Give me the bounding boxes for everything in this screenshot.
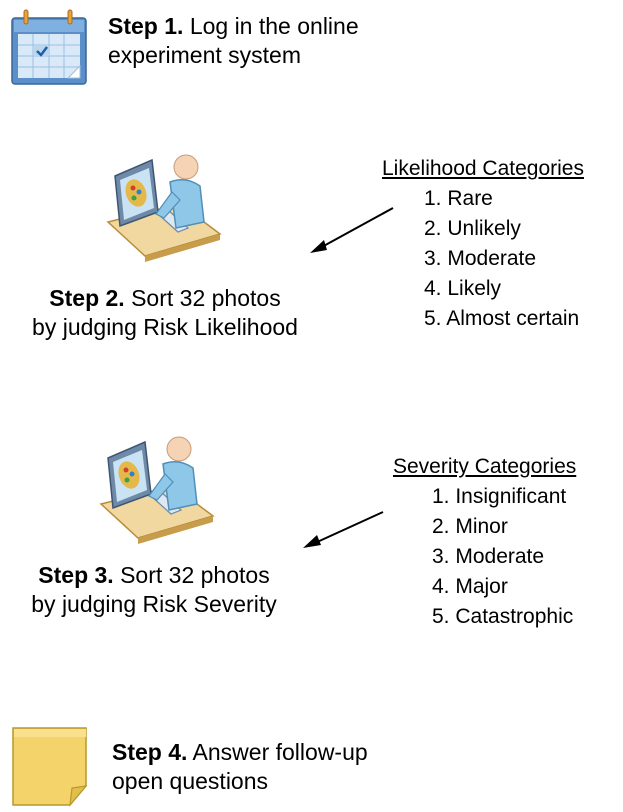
step-1-line-2: experiment system <box>108 42 302 68</box>
severity-list: 1. Insignificant 2. Minor 3. Moderate 4.… <box>432 482 623 632</box>
step-2-line-2: by judging Risk Likelihood <box>32 314 298 340</box>
likelihood-item: 3. Moderate <box>424 247 537 270</box>
step-2-text: Step 2. Sort 32 photos by judging Risk L… <box>0 284 330 342</box>
step-4-label: Step 4. <box>112 739 188 765</box>
likelihood-item: 2. Unlikely <box>424 217 521 240</box>
step-4-text: Step 4. Answer follow-up open questions <box>112 738 492 796</box>
step-4-line-2: open questions <box>112 768 269 794</box>
step-2-label: Step 2. <box>49 285 125 311</box>
likelihood-item: 5. Almost certain <box>424 307 580 330</box>
severity-item: 3. Moderate <box>432 545 545 568</box>
calendar-icon <box>10 8 90 86</box>
step-3-line-1: Sort 32 photos <box>120 562 270 588</box>
severity-item: 5. Catastrophic <box>432 605 574 628</box>
step-3-text: Step 3. Sort 32 photos by judging Risk S… <box>0 561 308 619</box>
severity-item: 4. Major <box>432 575 508 598</box>
step-1-line-1: Log in the online <box>189 13 359 39</box>
likelihood-list: 1. Rare 2. Unlikely 3. Moderate 4. Likel… <box>424 184 622 334</box>
severity-item: 2. Minor <box>432 515 508 538</box>
likelihood-item: 1. Rare <box>424 187 493 210</box>
step-4-line-1: Answer follow-up <box>192 739 368 765</box>
severity-categories: Severity Categories 1. Insignificant 2. … <box>393 454 623 632</box>
severity-item: 1. Insignificant <box>432 485 567 508</box>
step-3-line-2: by judging Risk Severity <box>31 591 277 617</box>
arrow-to-step-3 <box>303 511 384 548</box>
step-1-label: Step 1. <box>108 13 184 39</box>
step-1-text: Step 1. Log in the online experiment sys… <box>108 12 468 70</box>
arrow-to-step-2 <box>310 207 394 253</box>
likelihood-item: 4. Likely <box>424 277 502 300</box>
sticky-note-icon <box>10 726 90 807</box>
computer-user-icon <box>93 424 218 546</box>
step-2-line-1: Sort 32 photos <box>131 285 281 311</box>
computer-user-icon <box>100 142 225 264</box>
step-3-label: Step 3. <box>38 562 114 588</box>
likelihood-title: Likelihood Categories <box>382 157 584 180</box>
severity-title: Severity Categories <box>393 455 577 478</box>
likelihood-categories: Likelihood Categories 1. Rare 2. Unlikel… <box>382 156 622 334</box>
